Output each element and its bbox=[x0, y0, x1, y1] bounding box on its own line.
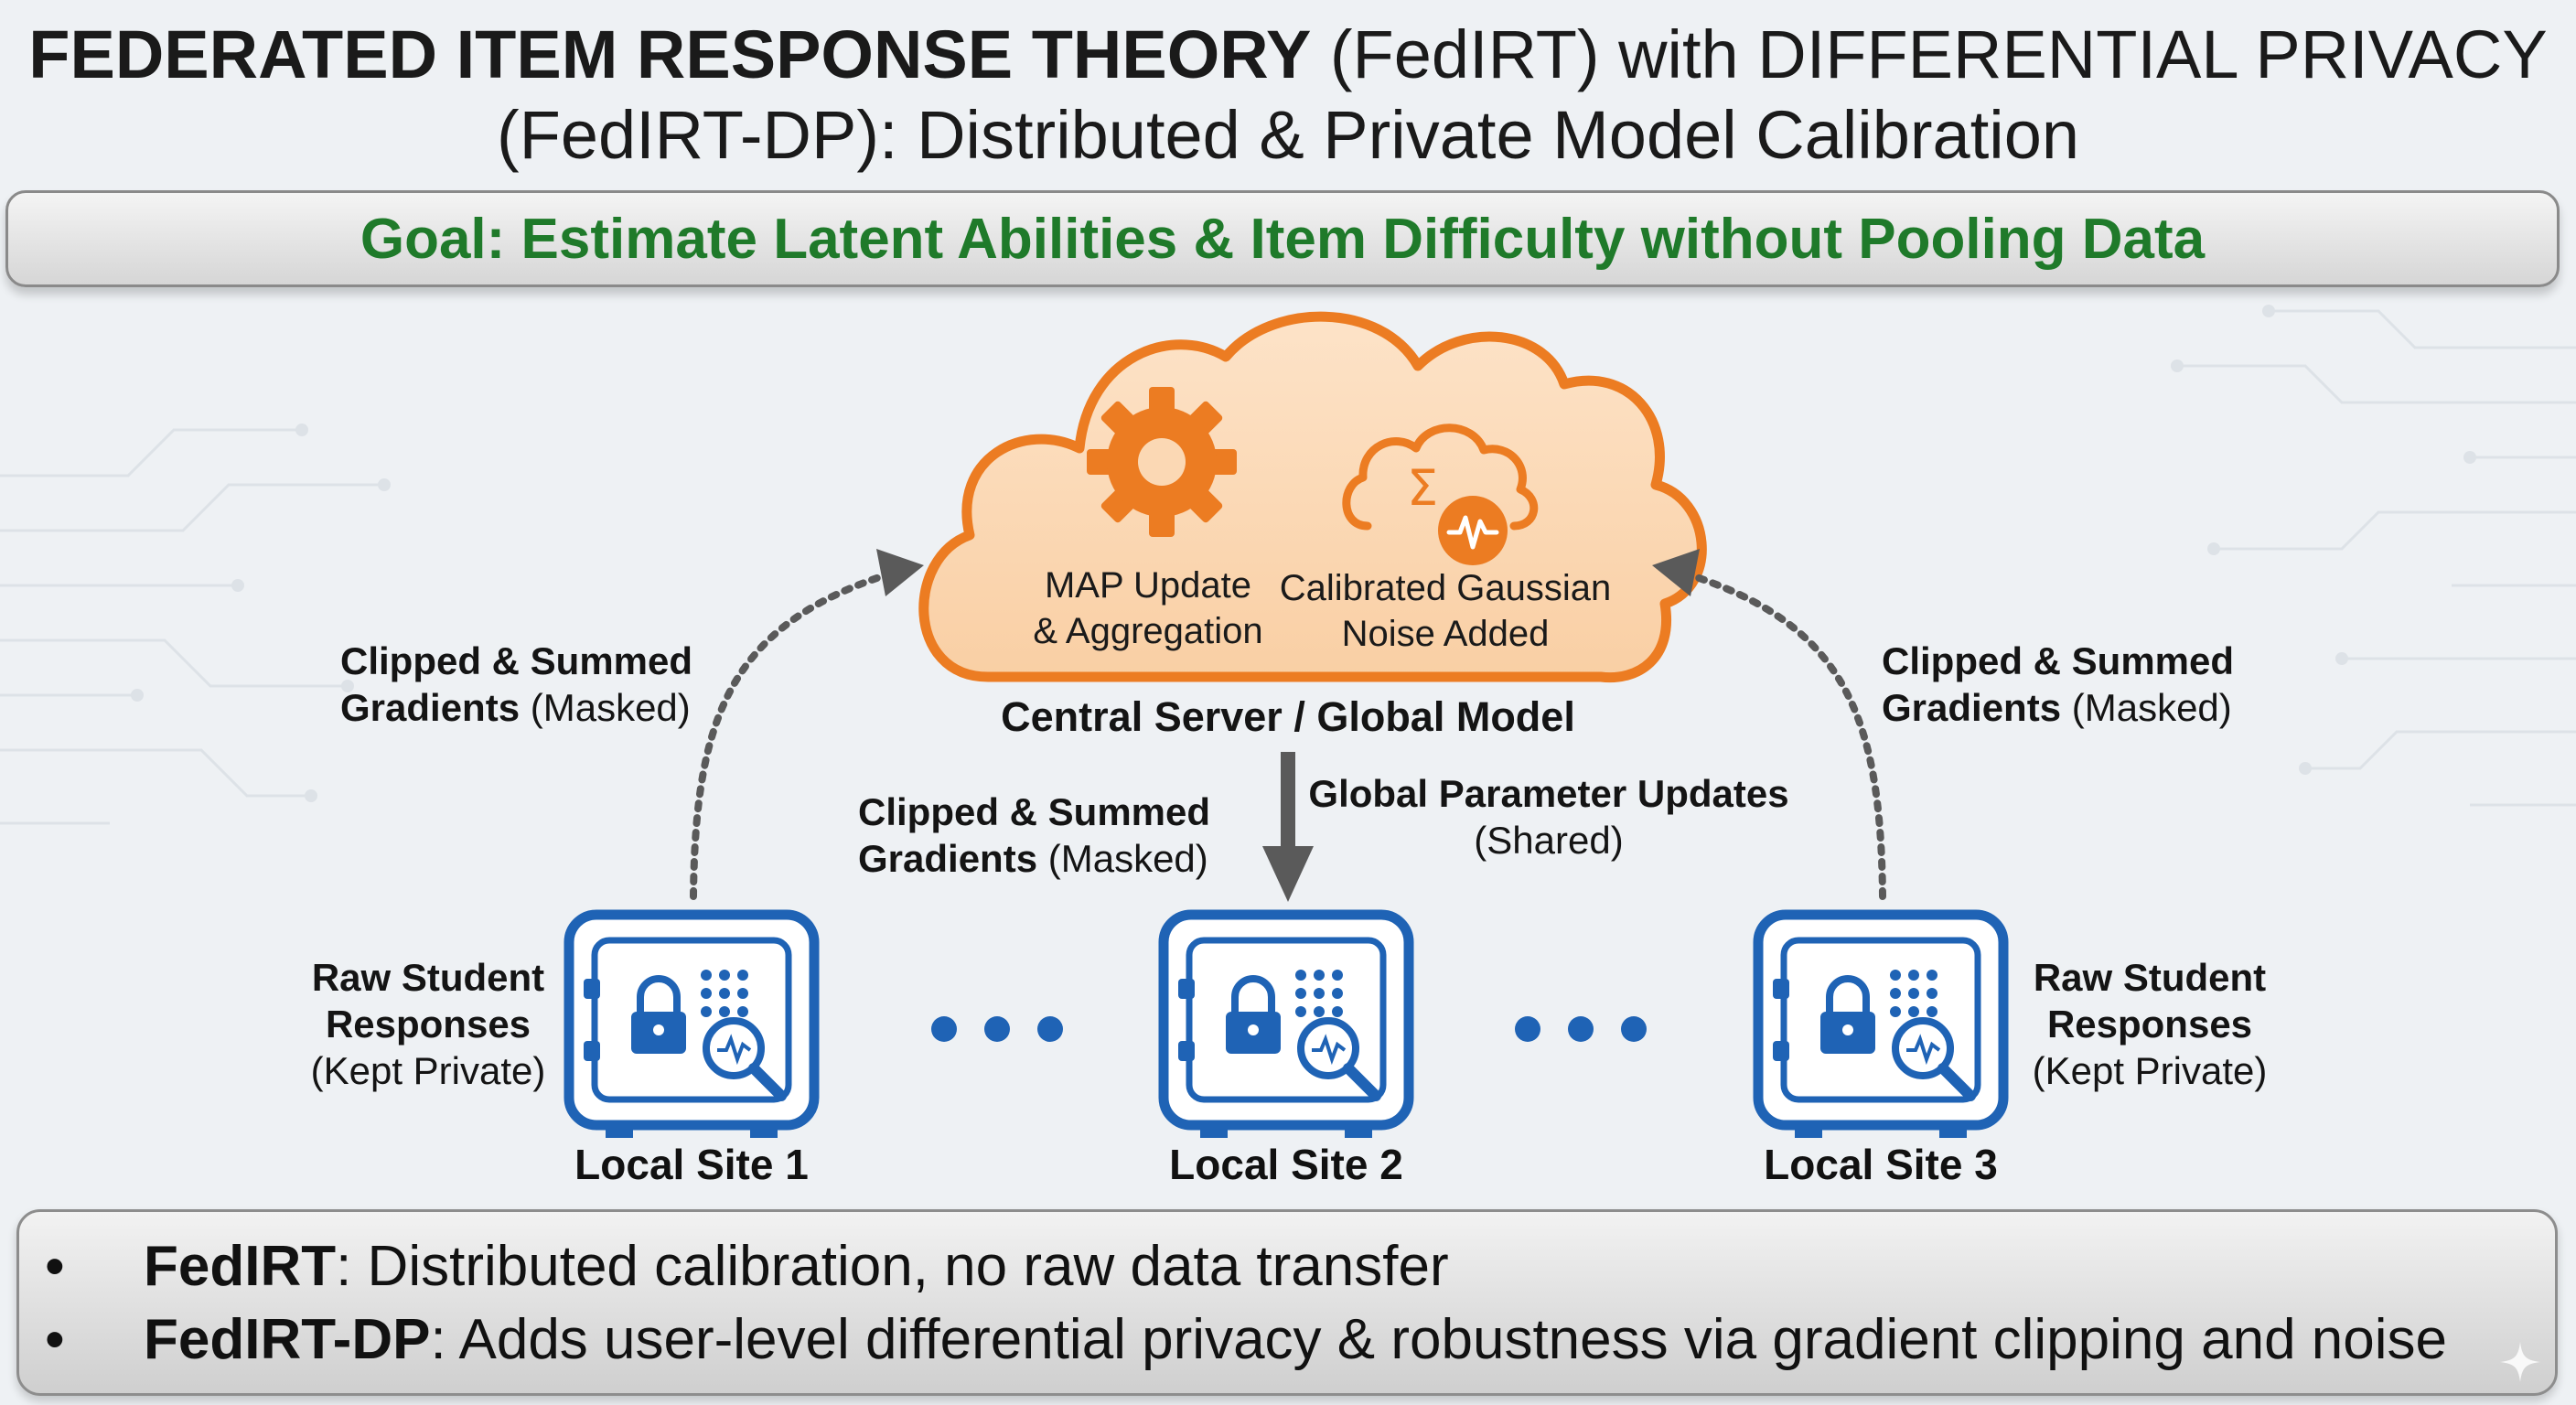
goal-text: Goal: Estimate Latent Abilities & Item D… bbox=[360, 207, 2206, 271]
map-update-line-1: MAP Update bbox=[1044, 565, 1252, 606]
local-site-1-safe-icon bbox=[564, 909, 820, 1138]
ellipsis-dots-1 bbox=[931, 1016, 1063, 1042]
raw-left-line-2: Responses bbox=[325, 1003, 531, 1046]
raw-left-line-1: Raw Student bbox=[311, 956, 545, 999]
title-line-1: FEDERATED ITEM RESPONSE THEORY (FedIRT) … bbox=[0, 15, 2576, 95]
summary-panel: • FedIRT: Distributed calibration, no raw… bbox=[16, 1209, 2558, 1396]
upload-arrow-right bbox=[1652, 549, 1886, 900]
noise-line-1: Calibrated Gaussian bbox=[1279, 568, 1612, 608]
raw-responses-right: Raw Student Responses (Kept Private) bbox=[2012, 954, 2287, 1094]
raw-right-line-3: (Kept Private) bbox=[2032, 1049, 2268, 1092]
local-site-3-label: Local Site 3 bbox=[1764, 1141, 1998, 1188]
summary-text: : Distributed calibration, no raw data t… bbox=[336, 1235, 1449, 1298]
flow-right-line-2: Gradients (Masked) bbox=[1882, 684, 2234, 731]
flow-label-right: Clipped & Summed Gradients (Masked) bbox=[1882, 638, 2234, 731]
page-title: FEDERATED ITEM RESPONSE THEORY (FedIRT) … bbox=[0, 15, 2576, 176]
flow-left-gradients: Gradients bbox=[340, 686, 521, 729]
raw-responses-left: Raw Student Responses (Kept Private) bbox=[291, 954, 565, 1094]
summary-item-fedirt: • FedIRT: Distributed calibration, no raw… bbox=[45, 1234, 1449, 1299]
bullet: • bbox=[45, 1235, 65, 1298]
noise-cloud-icon: Σ bbox=[1342, 424, 1539, 565]
dot bbox=[1037, 1016, 1063, 1042]
dot bbox=[1621, 1016, 1647, 1042]
flow-middle-line-2: Gradients (Masked) bbox=[858, 835, 1210, 882]
local-site-2-label: Local Site 2 bbox=[1169, 1141, 1403, 1188]
flow-middle-gradients: Gradients bbox=[858, 837, 1038, 880]
local-site-1-label: Local Site 1 bbox=[574, 1141, 809, 1188]
flow-middle-masked: (Masked) bbox=[1037, 837, 1208, 880]
local-site-3-safe-icon bbox=[1753, 909, 2009, 1138]
summary-text: : Adds user-level differential privacy &… bbox=[430, 1308, 2447, 1371]
goal-banner: Goal: Estimate Latent Abilities & Item D… bbox=[5, 190, 2560, 287]
noise-line-2: Noise Added bbox=[1341, 614, 1550, 654]
map-update-line-2: & Aggregation bbox=[1033, 611, 1263, 651]
local-site-2-safe-icon bbox=[1158, 909, 1414, 1138]
dot bbox=[984, 1016, 1010, 1042]
summary-item-fedirt-dp: • FedIRT-DP: Adds user-level differential… bbox=[45, 1307, 2447, 1372]
title-line-2: (FedIRT-DP): Distributed & Private Model… bbox=[496, 97, 2080, 173]
dot bbox=[931, 1016, 957, 1042]
summary-term: FedIRT-DP bbox=[144, 1308, 431, 1371]
map-update-label: MAP Update & Aggregation bbox=[1020, 563, 1276, 654]
global-updates-line-1: Global Parameter Updates bbox=[1308, 772, 1789, 815]
flow-right-gradients: Gradients bbox=[1882, 686, 2062, 729]
noise-added-label: Calibrated Gaussian Noise Added bbox=[1267, 565, 1624, 657]
bullet: • bbox=[45, 1308, 65, 1371]
flow-label-left: Clipped & Summed Gradients (Masked) bbox=[340, 638, 692, 731]
sparkle-icon bbox=[2500, 1342, 2540, 1382]
dot bbox=[1568, 1016, 1594, 1042]
title-bold-part: FEDERATED ITEM RESPONSE THEORY bbox=[28, 16, 1312, 92]
raw-right-line-2: Responses bbox=[2046, 1003, 2253, 1046]
gear-icon bbox=[1087, 387, 1237, 537]
global-update-arrow bbox=[1262, 752, 1314, 902]
global-updates-label: Global Parameter Updates (Shared) bbox=[1297, 770, 1800, 863]
flow-right-masked: (Masked) bbox=[2061, 686, 2232, 729]
global-updates-line-2: (Shared) bbox=[1474, 819, 1624, 862]
dot bbox=[1515, 1016, 1540, 1042]
raw-left-line-3: (Kept Private) bbox=[310, 1049, 546, 1092]
flow-right-line-1: Clipped & Summed bbox=[1882, 639, 2235, 682]
flow-left-masked: (Masked) bbox=[520, 686, 691, 729]
pulse-icon bbox=[1446, 515, 1499, 550]
summary-term: FedIRT bbox=[144, 1235, 337, 1298]
flow-middle-line-1: Clipped & Summed bbox=[858, 790, 1211, 833]
sigma-symbol: Σ bbox=[1407, 459, 1438, 517]
title-rest-part: (FedIRT) with DIFFERENTIAL PRIVACY bbox=[1311, 16, 2548, 92]
upload-arrow-left bbox=[690, 549, 924, 900]
flow-left-line-1: Clipped & Summed bbox=[340, 639, 693, 682]
flow-label-middle: Clipped & Summed Gradients (Masked) bbox=[858, 788, 1210, 882]
raw-right-line-1: Raw Student bbox=[2033, 956, 2267, 999]
central-server-label: Central Server / Global Model bbox=[1001, 693, 1575, 740]
flow-left-line-2: Gradients (Masked) bbox=[340, 684, 692, 731]
ellipsis-dots-2 bbox=[1515, 1016, 1647, 1042]
